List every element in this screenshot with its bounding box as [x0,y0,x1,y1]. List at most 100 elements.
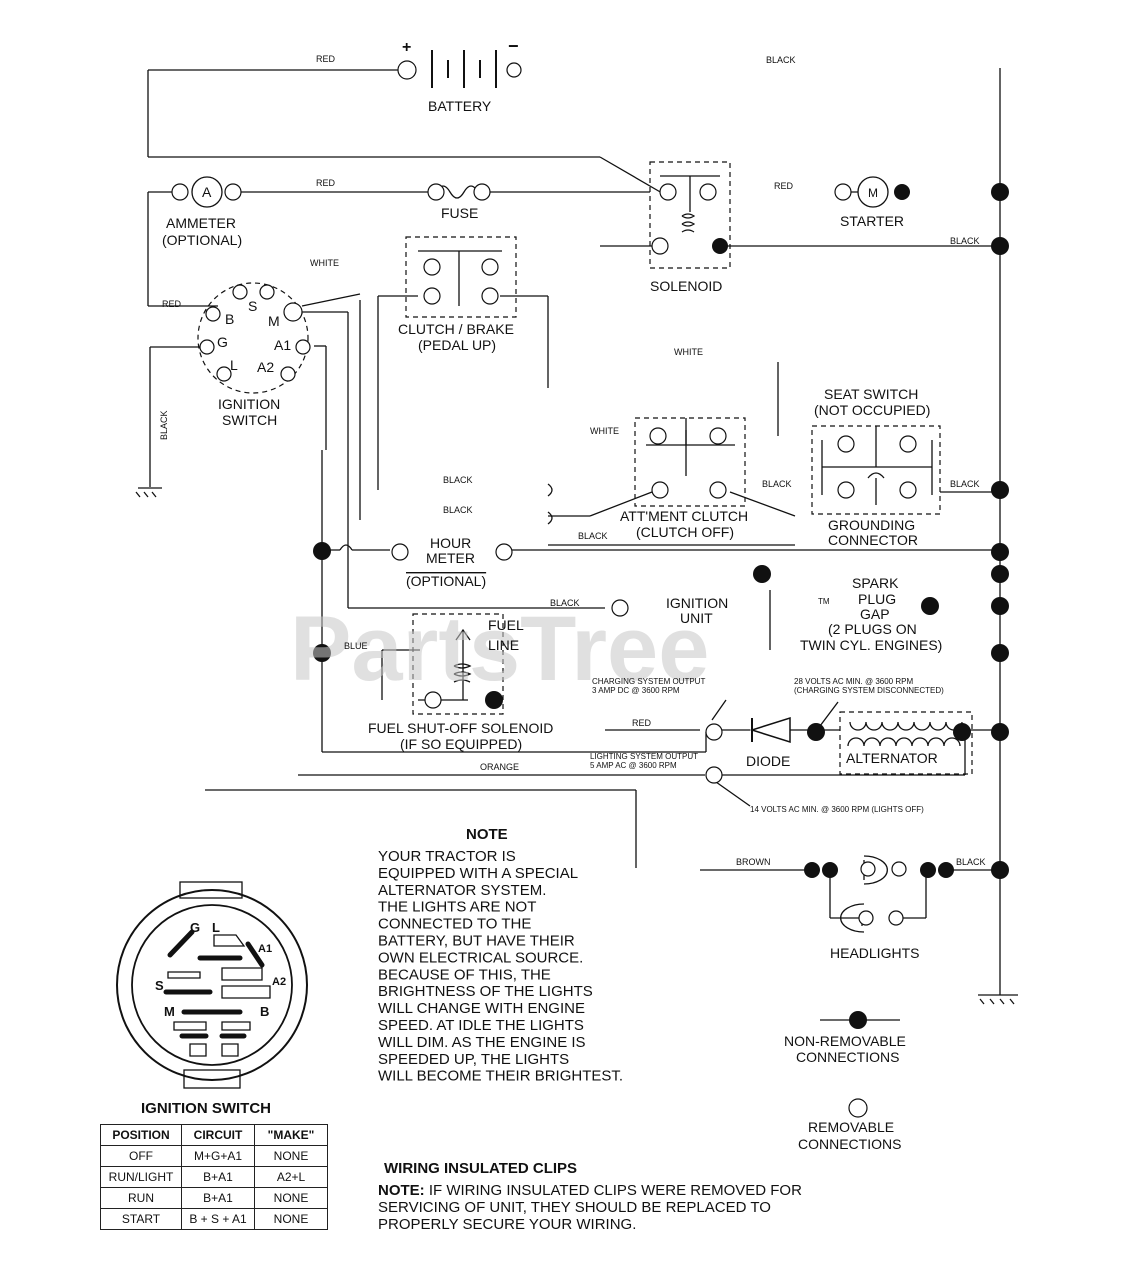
wire-label-black: BLACK [443,505,473,515]
note-line: ALTERNATOR SYSTEM. [378,882,546,899]
wire-label-black: BLACK [443,475,473,485]
clips-note-line: PROPERLY SECURE YOUR WIRING. [378,1216,636,1233]
fuel-line-label2: LINE [488,637,519,653]
note-line: BRIGHTNESS OF THE LIGHTS [378,983,593,1000]
ignition-unit-label: IGNITION [666,595,728,611]
table-cell: B + S + A1 [181,1208,255,1230]
wire-label-red: RED [316,178,336,188]
fuel-solenoid-sub: (IF SO EQUIPPED) [400,736,522,752]
table-header-row: POSITION CIRCUIT "MAKE" [100,1124,328,1146]
hour-meter-optional: (OPTIONAL) [406,573,486,589]
grounding-label2: CONNECTOR [828,532,918,548]
clips-note-line: SERVICING OF UNIT, THEY SHOULD BE REPLAC… [378,1199,771,1216]
terminal-a1: A1 [274,337,291,353]
note-line: SPEED. AT IDLE THE LIGHTS [378,1017,584,1034]
watermark: PartsTree [290,598,709,700]
fuse-label: FUSE [441,205,478,221]
ignition-switch-title: IGNITION SWITCH [141,1100,271,1117]
note-line: WILL DIM. AS THE ENGINE IS [378,1034,586,1051]
clutch-brake-sub: (PEDAL UP) [418,337,496,353]
ammeter-dial [191,176,223,208]
fuel-solenoid-box [412,613,504,715]
terminal-l: L [230,357,238,373]
table-cell: NONE [254,1145,328,1167]
spark-plug-line: PLUG [858,591,896,607]
table-cell: RUN/LIGHT [100,1166,182,1188]
wire-label-white: WHITE [674,347,703,357]
diode-symbol [749,716,791,744]
battery-label: BATTERY [428,98,492,114]
battery-plus: + [402,39,411,56]
ignition-switch-table: POSITION CIRCUIT "MAKE" OFF M+G+A1 NONE … [100,1124,328,1230]
ammeter-label: AMMETER [166,215,236,231]
spark-plug-line: GAP [860,606,890,622]
non-removable-connections [313,183,1009,1029]
detail-terminal-a2: A2 [272,976,286,988]
legend-removable: REMOVABLE [808,1119,894,1135]
note-line: THE LIGHTS ARE NOT [378,899,536,916]
detail-terminal-a1: A1 [258,943,272,955]
table-row: RUN B+A1 NONE [100,1187,328,1209]
wire-label-black: BLACK [578,531,608,541]
wire-label-black: BLACK [159,410,169,440]
spark-plug-line: (2 PLUGS ON [828,621,917,637]
seat-switch-label: SEAT SWITCH [824,386,918,402]
table-cell: RUN [100,1187,182,1209]
seat-switch-sub: (NOT OCCUPIED) [814,402,930,418]
terminal-s: S [248,298,257,314]
ignition-switch-label2: SWITCH [222,412,277,428]
lighting-volts: 14 VOLTS AC MIN. @ 3600 RPM (LIGHTS OFF) [750,805,924,814]
spark-plug-line: TWIN CYL. ENGINES) [800,637,942,653]
wire-label-black: BLACK [950,479,980,489]
detail-terminal-g: G [190,920,200,935]
clips-title: WIRING INSULATED CLIPS [384,1160,577,1177]
watermark-tm: TM [818,597,830,606]
terminal-a2: A2 [257,359,274,375]
starter-label: STARTER [840,213,904,229]
diode-label: DIODE [746,753,790,769]
detail-terminal-m: M [164,1004,175,1019]
table-cell: NONE [254,1208,328,1230]
wire-label-orange: ORANGE [480,762,519,772]
note-line: WILL CHANGE WITH ENGINE [378,1000,585,1017]
table-cell: START [100,1208,182,1230]
note-line: WILL BECOME THEIR BRIGHTEST. [378,1068,623,1085]
note-line: EQUIPPED WITH A SPECIAL [378,865,578,882]
table-row: RUN/LIGHT B+A1 A2+L [100,1166,328,1188]
lighting-output2: 5 AMP AC @ 3600 RPM [590,761,677,770]
table-cell: B+A1 [181,1166,255,1188]
hour-meter-label2: METER [426,550,475,566]
note-line: OWN ELECTRICAL SOURCE. [378,949,583,966]
wire-label-brown: BROWN [736,857,771,867]
clutch-brake-box [405,236,517,318]
legend-removable2: CONNECTIONS [798,1136,901,1152]
headlights-label: HEADLIGHTS [830,945,919,961]
note-line: YOUR TRACTOR IS [378,848,516,865]
ignition-unit-label2: UNIT [680,610,713,626]
wire-label-black: BLACK [550,598,580,608]
wire-label-red: RED [162,299,182,309]
fuel-line-label: FUEL [488,617,524,633]
attment-clutch-label: ATT'MENT CLUTCH [620,508,748,524]
wire-label-black: BLACK [950,236,980,246]
clutch-brake-label: CLUTCH / BRAKE [398,321,514,337]
wire-label-black: BLACK [766,55,796,65]
wire-label-red: RED [774,181,794,191]
note-line: BECAUSE OF THIS, THE [378,966,551,983]
wire-label-red: RED [316,54,336,64]
table-cell: B+A1 [181,1187,255,1209]
lighting-output: LIGHTING SYSTEM OUTPUT [590,752,698,761]
alternator-box [839,711,973,775]
wire-label-red: RED [632,718,652,728]
fuel-solenoid-label: FUEL SHUT-OFF SOLENOID [368,720,553,736]
detail-terminal-s: S [155,978,164,993]
battery-minus: − [508,36,519,56]
terminal-m: M [268,313,280,329]
table-cell: NONE [254,1187,328,1209]
solenoid-box [649,161,731,269]
header-circuit: CIRCUIT [181,1124,255,1146]
header-position: POSITION [100,1124,182,1146]
charging-output: CHARGING SYSTEM OUTPUT [592,677,705,686]
wire-label-white: WHITE [590,426,619,436]
